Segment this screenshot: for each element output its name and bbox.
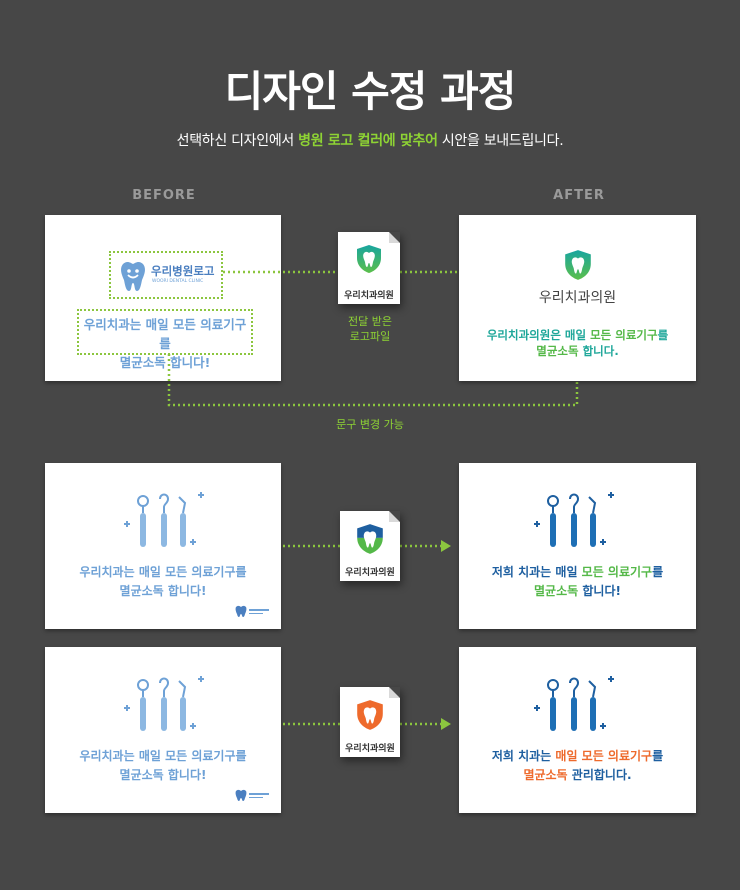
page-title: 디자인 수정 과정 [224, 67, 517, 116]
row2-before-line2: 멸균소독 합니다! [119, 584, 207, 598]
row1-after-line2-a: 멸균소독 [536, 344, 579, 358]
row1-before-logo-subtext: WOORI DENTAL CLINIC [152, 279, 204, 284]
row3-before-card: 우리치과는 매일 모든 의료기구를 멸균소독 합니다! [45, 647, 281, 813]
row1-before-text: 우리치과는 매일 모든 의료기구를 멸균소독 합니다! [79, 315, 251, 372]
row1-before-logo-box: 우리병원로고 WOORI DENTAL CLINIC [109, 251, 223, 299]
doc-fold [389, 687, 400, 698]
before-label: BEFORE [132, 188, 196, 203]
dental-tools-icon [124, 492, 204, 547]
doc-fold [389, 511, 400, 522]
row1-before-text-box: 우리치과는 매일 모든 의료기구를 멸균소독 합니다! [77, 309, 253, 370]
small-logo-icon [235, 789, 269, 801]
row1-before-line1: 우리치과는 매일 모든 의료기구를 [83, 317, 247, 351]
row2-logo-document: 우리치과의원 [340, 511, 400, 581]
row1-before-card: 우리병원로고 WOORI DENTAL CLINIC 우리치과는 매일 모든 의… [45, 215, 281, 381]
row1-doc-label: 우리치과의원 [344, 291, 394, 301]
shield-tooth-icon [357, 524, 383, 554]
row2-before-text: 우리치과는 매일 모든 의료기구를 멸균소독 합니다! [45, 563, 281, 601]
dental-tools-icon [124, 676, 204, 731]
subtitle-part-1: 선택하신 디자인에서 [176, 133, 299, 149]
row3-doc-label: 우리치과의원 [345, 744, 395, 754]
row1-doc-caption-line1: 전달 받은 [348, 315, 392, 328]
tooth-icon [121, 261, 145, 291]
row3-before-line1: 우리치과는 매일 모든 의료기구를 [79, 749, 247, 763]
row3-arrow-right [441, 718, 451, 730]
row2-doc-label: 우리치과의원 [345, 568, 395, 578]
row2-after-line2-a: 멸균소독 [534, 584, 579, 598]
row3-after-line1-c: 를 [652, 749, 664, 763]
row1-bottom-note: 문구 변경 가능 [336, 418, 404, 431]
row1-doc-caption: 전달 받은 로고파일 [320, 314, 420, 344]
row1-logo-document: 우리치과의원 [338, 232, 400, 304]
row3-after-line2-b: 관리합니다. [567, 768, 632, 782]
row3-after-line1-a: 저희 치과는 [491, 749, 556, 763]
row2-arrow-right [441, 540, 451, 552]
row1-after-clinic-name: 우리치과의원 [538, 290, 617, 306]
subtitle-part-3: 시안을 보내드립니다. [437, 133, 564, 149]
row2-after-line2-b: 합니다! [578, 584, 621, 598]
after-label: AFTER [553, 188, 605, 203]
row3-logo-document: 우리치과의원 [340, 687, 400, 757]
row1-after-text: 우리치과의원은 매일 모든 의료기구를 멸균소독 합니다. [459, 327, 696, 359]
row1-after-line1-b: 모든 의료기구 [590, 328, 658, 342]
doc-fold [389, 232, 400, 243]
row3-after-text: 저희 치과는 매일 모든 의료기구를 멸균소독 관리합니다. [459, 747, 696, 785]
row2-after-text: 저희 치과는 매일 모든 의료기구를 멸균소독 합니다! [459, 563, 696, 601]
shield-tooth-icon [357, 700, 383, 730]
row2-before-card: 우리치과는 매일 모든 의료기구를 멸균소독 합니다! [45, 463, 281, 629]
row1-after-line2-b: 합니다. [578, 344, 619, 358]
dental-tools-icon [534, 492, 614, 547]
row1-after-line1-a: 우리치과의원은 매일 [486, 328, 591, 342]
row3-after-line1-b: 매일 모든 의료기구 [555, 749, 653, 763]
row3-before-line2: 멸균소독 합니다! [119, 768, 207, 782]
page-subtitle: 선택하신 디자인에서 병원 로고 컬러에 맞추어 시안을 보내드립니다. [0, 130, 740, 150]
shield-tooth-icon [357, 245, 381, 273]
row2-after-card: 저희 치과는 매일 모든 의료기구를 멸균소독 합니다! [459, 463, 696, 629]
row2-before-line1: 우리치과는 매일 모든 의료기구를 [79, 565, 247, 579]
row2-after-line1-a: 저희 치과는 매일 [491, 565, 582, 579]
subtitle-highlight: 병원 로고 컬러에 맞추어 [298, 133, 438, 149]
row1-before-line2: 멸균소독 합니다! [119, 355, 211, 370]
row1-line-bottom [167, 354, 579, 407]
row2-after-line1-c: 를 [652, 565, 664, 579]
row1-after-line1-c: 를 [657, 328, 669, 342]
dental-tools-icon [534, 676, 614, 731]
row3-after-card: 저희 치과는 매일 모든 의료기구를 멸균소독 관리합니다. [459, 647, 696, 813]
small-logo-icon [235, 605, 269, 617]
row3-before-text: 우리치과는 매일 모든 의료기구를 멸균소독 합니다! [45, 747, 281, 785]
row3-after-line2-a: 멸균소독 [523, 768, 568, 782]
row1-doc-caption-line2: 로고파일 [349, 330, 391, 343]
row2-after-line1-b: 모든 의료기구 [581, 565, 653, 579]
row1-before-logo-text: 우리병원로고 [151, 264, 215, 278]
shield-tooth-icon [565, 250, 591, 280]
row1-after-card: 우리치과의원 우리치과의원은 매일 모든 의료기구를 멸균소독 합니다. [459, 215, 696, 381]
